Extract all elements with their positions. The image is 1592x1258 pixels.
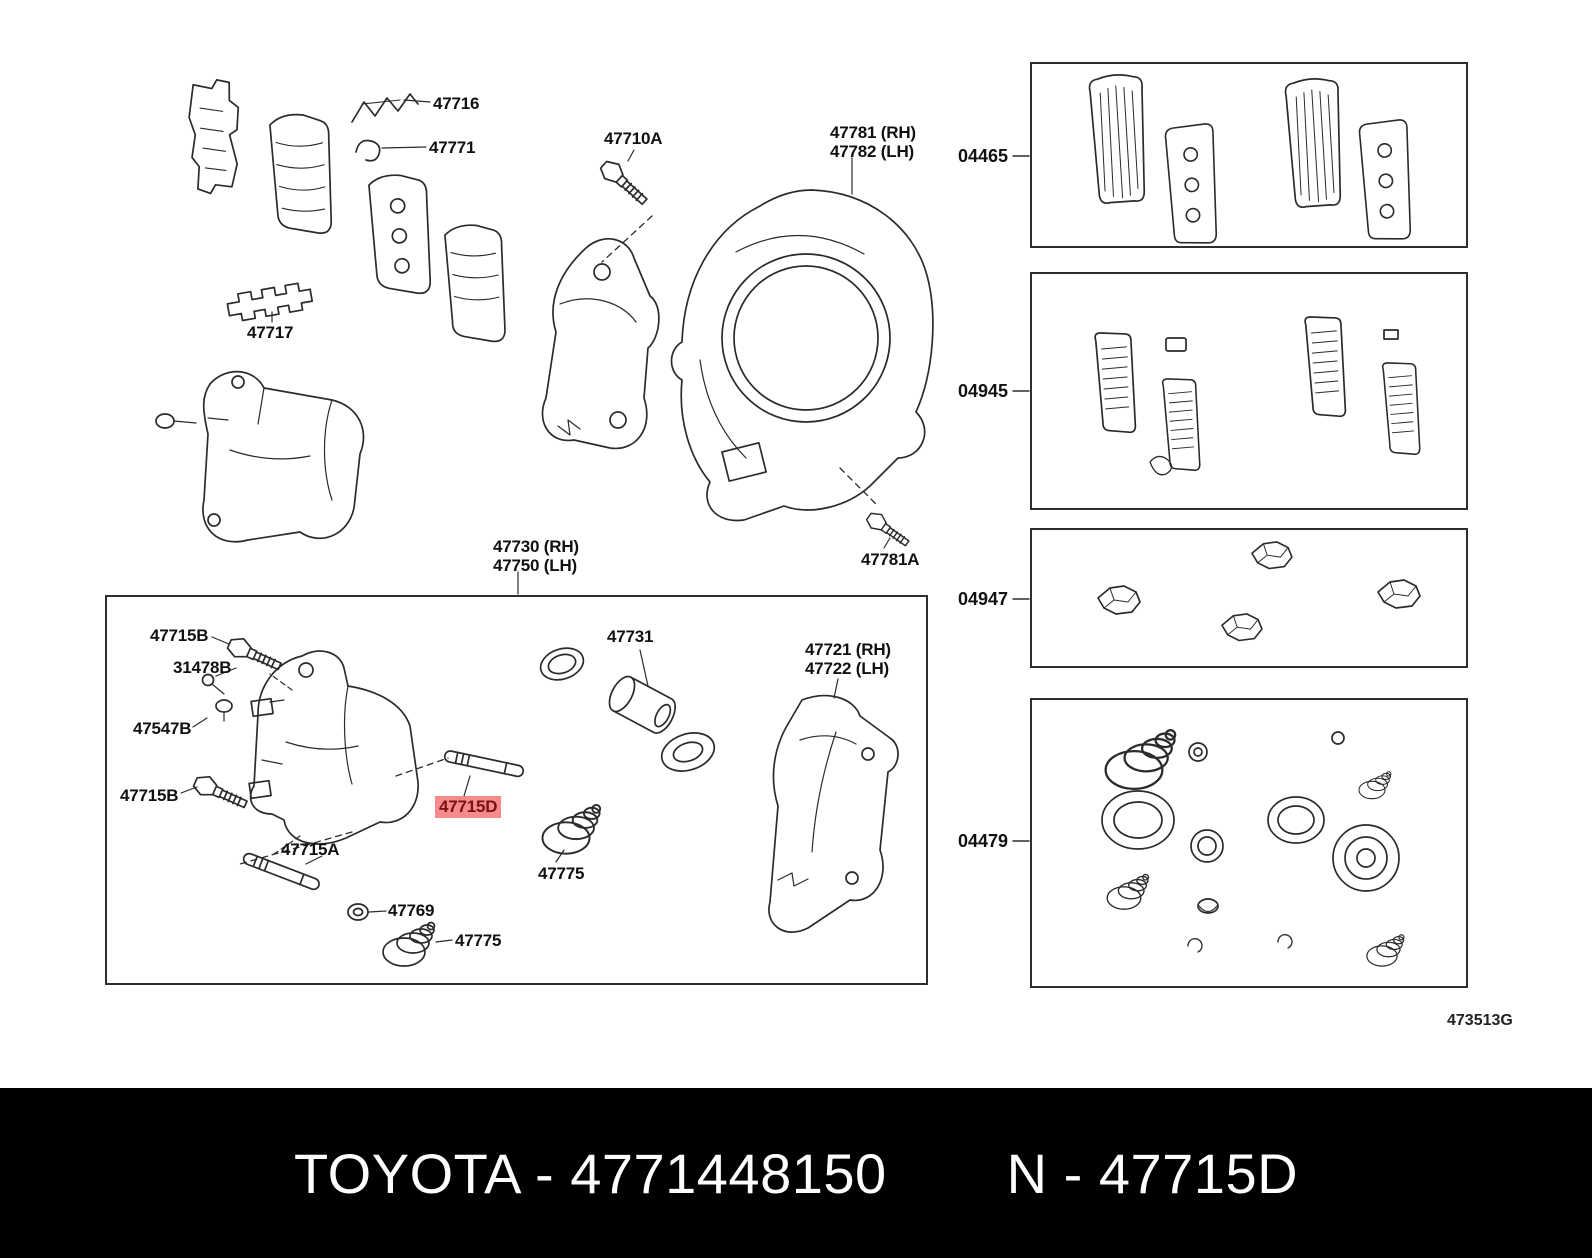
kit-box-04945 (1030, 272, 1468, 510)
kit-04479-drawing (1101, 729, 1405, 967)
support-plate-drawing (226, 282, 314, 322)
bracket-center-drawing (541, 238, 660, 450)
kit-box-04465 (1030, 62, 1468, 248)
kit-04465-drawing (1087, 72, 1416, 247)
kit-box-04947 (1030, 528, 1468, 668)
part-label-47781-rh[interactable]: 47781 (RH) (830, 123, 916, 142)
footer-part-code: N - 47715D (1006, 1141, 1299, 1205)
part-label-47715B-left[interactable]: 47715B (120, 786, 179, 805)
part-label-47769[interactable]: 47769 (388, 901, 435, 920)
part-label-47775-right[interactable]: 47775 (538, 864, 585, 883)
caliper-body-drawing (248, 650, 419, 855)
part-label-47750-lh[interactable]: 47750 (LH) (493, 556, 577, 575)
part-label-47731[interactable]: 47731 (607, 627, 654, 646)
part-label-31478B[interactable]: 31478B (173, 658, 232, 677)
part-label-47722-lh[interactable]: 47722 (LH) (805, 659, 889, 678)
main-assembly-box (105, 595, 928, 985)
pad-stack-drawing (188, 79, 506, 343)
kit-label-04465[interactable]: 04465 (958, 146, 1009, 166)
kit-04947-drawing (1097, 541, 1421, 642)
diagram-ref-code: 473513G (1447, 1012, 1513, 1029)
part-label-47782-lh[interactable]: 47782 (LH) (830, 142, 914, 161)
kit-label-04945[interactable]: 04945 (958, 381, 1009, 401)
bracket-right-drawing (768, 694, 899, 933)
kit-label-04947[interactable]: 04947 (958, 589, 1009, 609)
part-label-47547B[interactable]: 47547B (133, 719, 192, 738)
caliper-left-drawing (155, 370, 365, 543)
kit-04945-drawing (1093, 313, 1424, 476)
footer-bar: TOYOTA - 4771448150 N - 47715D (0, 1088, 1592, 1258)
dust-shield-drawing (670, 189, 934, 522)
part-label-47717[interactable]: 47717 (247, 323, 294, 342)
kit-box-04479 (1030, 698, 1468, 988)
part-label-47721-rh[interactable]: 47721 (RH) (805, 640, 891, 659)
part-label-47730-rh[interactable]: 47730 (RH) (493, 537, 579, 556)
piston-group-drawing (539, 647, 716, 772)
footer-brand-part-number: TOYOTA - 4771448150 (293, 1141, 887, 1205)
part-label-47715A[interactable]: 47715A (281, 840, 340, 859)
part-label-47771[interactable]: 47771 (429, 138, 476, 157)
diagram-line-art (155, 72, 1424, 967)
part-label-47710A[interactable]: 47710A (604, 129, 663, 148)
kit-label-04479[interactable]: 04479 (958, 831, 1009, 851)
part-label-47715B-top[interactable]: 47715B (150, 626, 209, 645)
part-label-47715D-highlighted[interactable]: 47715D (435, 796, 502, 818)
part-label-47716[interactable]: 47716 (433, 94, 480, 113)
part-label-47775-lower[interactable]: 47775 (455, 931, 502, 950)
part-label-47781A[interactable]: 47781A (861, 550, 920, 569)
